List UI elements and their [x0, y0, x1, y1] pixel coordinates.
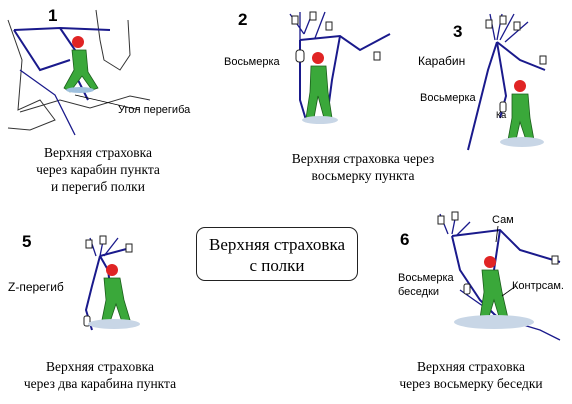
- panel-5-bolt-3: [125, 243, 133, 253]
- panel-1-ledge-shade: [66, 87, 94, 93]
- panel-2-ledge: [302, 116, 338, 124]
- panel-6-climber-helmet: [484, 256, 496, 268]
- panel-6-rope-counterself: [459, 289, 561, 341]
- panel-3-carabiner-label: Карабин: [418, 54, 466, 68]
- panel-6-rope-top: [451, 228, 561, 263]
- center-title-line-2: с полки: [249, 256, 305, 275]
- panel-3-rope-right: [496, 41, 546, 71]
- panel-6-caption: Верхняя страховка через восьмерку беседк…: [378, 358, 564, 392]
- panel-3-bolt-3: [513, 21, 521, 31]
- panel-5-caption-line-2: через два карабина пункта: [23, 376, 177, 391]
- panel-5-caption-line-1: Верхняя страховка: [45, 359, 155, 374]
- panel-6-caption-line-1: Верхняя страховка: [416, 359, 526, 374]
- panel-1-illustration: [7, 9, 151, 136]
- panel-3-ka-label: Ка: [496, 110, 507, 120]
- panel-2-climber-helmet: [312, 52, 324, 64]
- panel-1-tree-right: [95, 9, 131, 71]
- panel-5-climber-helmet: [106, 264, 118, 276]
- panel-6-climber: [479, 269, 509, 321]
- panel-2-caption: Верхняя страховка через восьмерку пункта: [282, 150, 444, 184]
- panel-3-illustration: [467, 13, 547, 151]
- panel-6-self-label: Сам: [492, 214, 514, 226]
- panel-3-bolt-1: [485, 19, 493, 29]
- panel-2-bolt-2: [309, 11, 317, 21]
- panel-6-bolt-2: [451, 211, 459, 221]
- panel-3-ledge: [500, 137, 544, 147]
- panel-6-number: 6: [400, 230, 410, 249]
- panel-5-caption: Верхняя страховка через два карабина пун…: [8, 358, 192, 392]
- panel-3-anchor-slings: [489, 13, 529, 43]
- panel-2-number: 2: [238, 10, 248, 29]
- panel-2-rope-top: [299, 33, 391, 52]
- panel-6-bolt-3: [551, 255, 559, 265]
- panel-1-pointer: [74, 94, 141, 111]
- panel-6-figure8-device: [463, 283, 471, 295]
- panel-1-caption-line-1: Верхняя страховка: [43, 145, 153, 160]
- panel-1-number: 1: [48, 6, 58, 25]
- panel-3-figure8-label: Восьмерка: [420, 92, 476, 104]
- panel-5-bolt-1: [85, 239, 93, 249]
- panel-6-counterself-label: Контрсам.: [512, 280, 564, 292]
- panel-2-rope-right: [327, 35, 341, 111]
- panel-2-caption-line-2: восьмерку пункта: [311, 168, 415, 183]
- panel-1-tree-left: [7, 19, 56, 131]
- panel-1-angle-label: Угол перегиба: [118, 104, 191, 116]
- panel-5-illustration: [83, 235, 140, 331]
- panel-1-rope-a: [13, 29, 71, 72]
- panel-5-climber: [101, 277, 131, 323]
- panel-1-climber: [63, 49, 99, 93]
- panel-6-figure8-label-2: беседки: [398, 286, 440, 298]
- panel-3-rope-down: [467, 41, 498, 151]
- panel-1-caption: Верхняя страховка через карабин пункта и…: [12, 144, 184, 195]
- panel-2-figure8-device: [295, 49, 305, 63]
- panel-5-bolt-2: [99, 235, 107, 245]
- panel-5-number: 5: [22, 232, 32, 251]
- panel-1-ledge: [19, 95, 151, 113]
- panel-3-bolt-2: [499, 15, 507, 25]
- panel-6-illustration: [437, 211, 561, 341]
- panel-5-ledge: [88, 319, 140, 329]
- panel-2-caption-line-1: Верхняя страховка через: [291, 151, 435, 166]
- panel-3-number: 3: [453, 22, 463, 41]
- panel-3-bolt-4: [539, 55, 547, 65]
- center-title-line-1: Верхняя страховка: [208, 235, 346, 254]
- panel-6-ledge: [454, 315, 534, 329]
- panel-2-bolt-3: [325, 21, 333, 31]
- center-title-box: Верхняя страховка с полки: [196, 227, 358, 281]
- panel-3-climber: [507, 93, 535, 141]
- panel-2-bolt-4: [373, 51, 381, 61]
- panel-2-illustration: [289, 11, 391, 124]
- panel-6-counterself-pointer: [501, 285, 517, 297]
- panel-3-figure8-device: [499, 101, 507, 113]
- panel-3-climber-helmet: [514, 80, 526, 92]
- panel-2-figure8-label: Восьмерка: [224, 56, 280, 68]
- panel-6-self-pointer: [495, 225, 499, 243]
- panel-1-caption-line-2: через карабин пункта: [36, 162, 160, 177]
- panel-6-bolt-1: [437, 215, 445, 225]
- panel-6-caption-line-2: через восьмерку беседки: [399, 376, 543, 391]
- panel-1-caption-line-3: и перегиб полки: [51, 179, 145, 194]
- panel-1-rope-c: [19, 69, 76, 136]
- panel-1-climber-helmet: [72, 36, 84, 48]
- panel-2-climber: [305, 65, 333, 119]
- panel-5-zbend-label: Z-перегиб: [8, 280, 64, 294]
- panel-6-figure8-label-1: Восьмерка: [398, 272, 454, 284]
- panel-2-bolt-1: [291, 15, 299, 25]
